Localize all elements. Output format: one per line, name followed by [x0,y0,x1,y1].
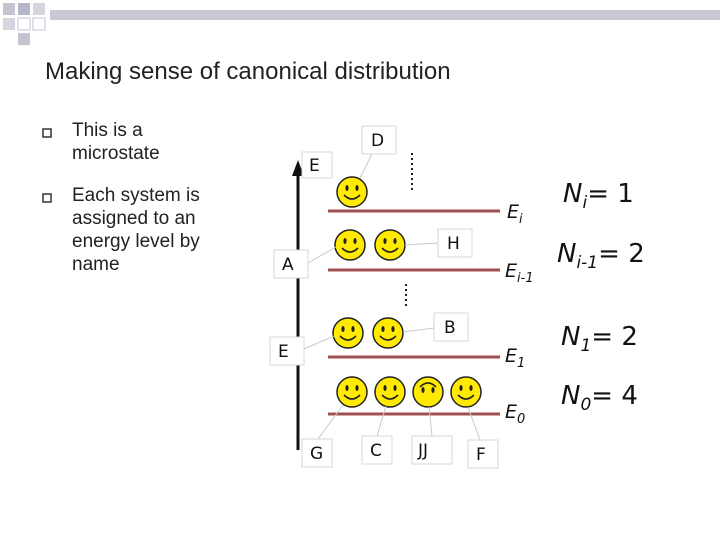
bullet-text: Each system is assigned to an energy lev… [72,185,200,275]
name-box [269,336,305,366]
name-connector [307,246,337,264]
system-name-jj: JJ [417,441,428,461]
level-label: E0 [505,401,525,427]
system-name-e-top: E [309,156,320,176]
system-name-d: D [371,131,384,151]
name-connector [376,405,387,437]
name-box [433,312,469,342]
deco-square [18,3,30,15]
deco-square [33,3,45,15]
deco-bar [50,10,720,20]
name-box [301,438,333,468]
name-box [301,151,333,179]
level-label: Ei [507,201,523,227]
occupation-count: Ni= 1 [563,179,634,213]
name-box [273,249,309,279]
smiley-icon [334,229,366,261]
smiley-icon [374,229,406,261]
level-label: E1 [505,345,525,371]
level-label: Ei-1 [505,260,534,286]
system-name-h: H [447,234,460,254]
bullet-square-icon [42,193,52,203]
bullet-square-icon [42,128,52,138]
occupation-count: N0= 4 [561,381,638,415]
smiley-icon [332,317,364,349]
system-name-c: C [370,441,382,461]
deco-square [17,17,31,31]
name-connector [402,327,435,333]
smiley-icon [450,376,482,408]
name-connector [317,404,344,440]
smiley-icon [372,317,404,349]
deco-square [32,17,46,31]
name-box [361,125,397,155]
name-connector [404,242,439,246]
bullet-text: This is a microstate [72,120,160,164]
system-name-g: G [310,444,323,464]
name-box [467,439,499,469]
name-connector [303,335,335,350]
system-name-f: F [476,445,486,465]
system-name-b: B [444,318,456,338]
smiley-icon [336,176,368,208]
occupation-count: Ni-1= 2 [557,239,645,273]
name-connector [359,153,373,179]
system-name-a: A [282,255,294,275]
name-connector [467,406,481,441]
system-name-e-mid: E [278,342,289,362]
smiley-icon [374,376,406,408]
name-connector [428,406,433,437]
frowny-icon [412,376,444,408]
occupation-count: N1= 2 [561,322,638,356]
deco-square [3,18,15,30]
deco-square [3,3,15,15]
smiley-icon [336,376,368,408]
axis-arrow-icon [292,160,304,176]
header-decoration [3,3,720,45]
page-title: Making sense of canonical distribution [45,58,451,85]
deco-square [18,33,30,45]
name-box [361,435,393,465]
